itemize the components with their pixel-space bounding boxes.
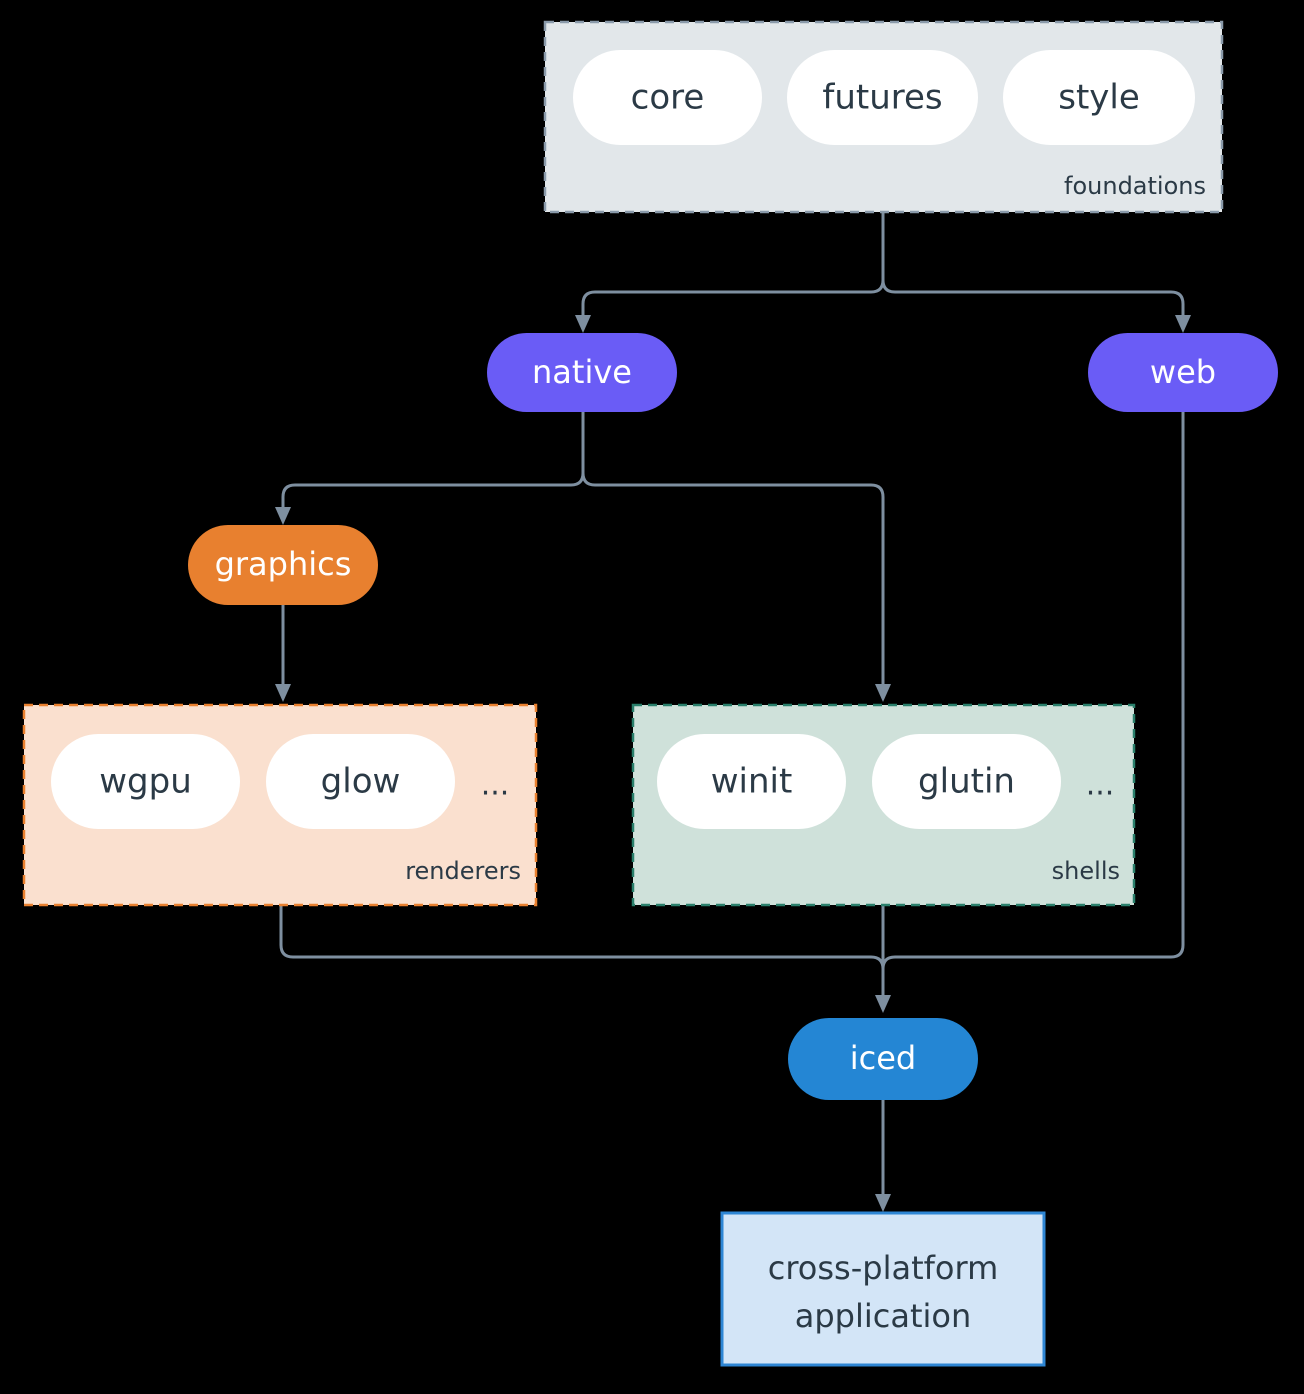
node-glow[interactable]: glow [266,734,455,829]
node-winit[interactable]: winit [657,734,846,829]
node-graphics-shape [188,525,378,605]
shells-more-ellipsis: ... [1086,768,1115,803]
cluster-foundations: core futures style foundations [543,20,1224,214]
node-web-label: web [1150,353,1216,391]
arrowhead-shells [875,684,891,702]
node-glutin[interactable]: glutin [872,734,1061,829]
node-style-label: style [1058,78,1140,118]
node-iced-shape [788,1018,978,1100]
node-style[interactable]: style [1003,50,1195,145]
node-core-label: core [631,78,705,118]
edge-layer [275,212,1191,1212]
edge-renderers-to-iced [279,906,885,1000]
node-futures[interactable]: futures [787,50,978,145]
edge-foundations-to-web [881,279,1185,322]
node-application-label-line2: application [795,1297,972,1335]
arrowhead-native [575,315,591,333]
node-style-shape [1003,50,1195,145]
edge-native-to-graphics [281,412,585,514]
arrowhead-iced [875,995,891,1013]
node-core-shape [573,50,762,145]
arrowhead-application [875,1194,891,1212]
node-glow-shape [266,734,455,829]
arrowhead-renderers [275,684,291,702]
node-web[interactable]: web [1088,333,1278,412]
node-futures-shape [787,50,978,145]
node-wgpu-shape [51,734,240,829]
node-glutin-label: glutin [918,762,1015,802]
node-wgpu-label: wgpu [99,762,192,802]
cluster-renderers-caption: renderers [405,857,521,885]
node-iced[interactable]: iced [788,1018,978,1100]
node-wgpu[interactable]: wgpu [51,734,240,829]
node-core[interactable]: core [573,50,762,145]
node-glow-label: glow [321,762,401,802]
node-native[interactable]: native [487,333,677,412]
node-winit-label: winit [711,762,793,802]
node-native-label: native [532,353,632,391]
node-native-shape [487,333,677,412]
node-graphics[interactable]: graphics [188,525,378,605]
node-graphics-label: graphics [215,545,352,583]
edge-native-to-shells [581,472,885,690]
node-application-label-line1: cross-platform [768,1249,998,1287]
node-glutin-shape [872,734,1061,829]
node-iced-label: iced [850,1039,916,1077]
node-web-shape [1088,333,1278,412]
edge-foundations-to-native-web [581,212,885,322]
node-application[interactable]: cross-platform application [720,1211,1046,1367]
cluster-foundations-caption: foundations [1064,172,1206,200]
renderers-more-ellipsis: ... [481,768,510,803]
arrowhead-web [1175,315,1191,333]
node-futures-label: futures [822,78,942,118]
node-application-shape [720,1211,1046,1367]
cluster-shells: winit glutin ... shells [631,703,1136,907]
edge-web-to-iced [881,412,1185,1000]
node-winit-shape [657,734,846,829]
arrowhead-graphics [275,507,291,525]
cluster-renderers: wgpu glow ... renderers [22,703,538,907]
cluster-shells-caption: shells [1052,857,1120,885]
